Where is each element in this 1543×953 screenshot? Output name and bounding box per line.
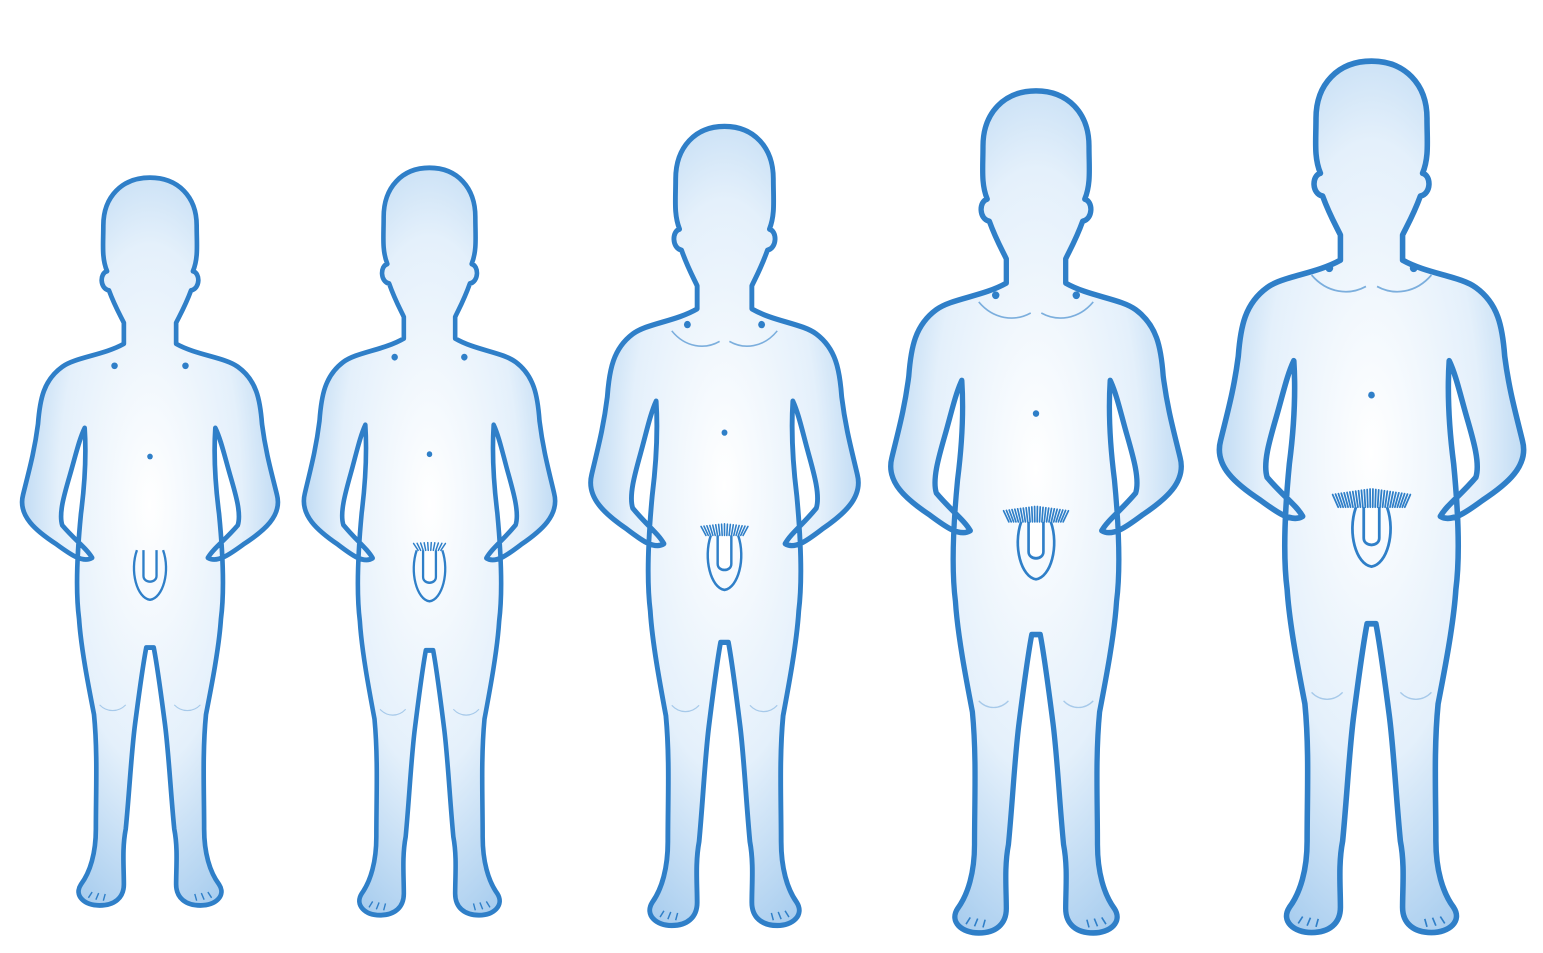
nipple-left [992, 291, 999, 299]
navel [1033, 410, 1039, 417]
hair-strand [1375, 489, 1376, 507]
hair-strand [428, 543, 429, 551]
nipple-left [1325, 264, 1333, 272]
nipple-left [391, 354, 397, 361]
hair-strand [1364, 490, 1365, 507]
nipple-right [461, 354, 467, 361]
penis-outline [423, 550, 436, 582]
navel [427, 451, 433, 457]
hair-strand [1029, 507, 1030, 522]
hair-strand [431, 543, 432, 551]
nipple-left [111, 362, 118, 369]
hair-strand [1032, 507, 1033, 522]
nipple-right [182, 362, 189, 369]
nipple-left [684, 321, 691, 328]
nipple-right [1073, 291, 1080, 299]
hair-strand [727, 524, 728, 535]
hair-strand [722, 524, 723, 535]
navel [1368, 392, 1375, 399]
nipple-right [1410, 264, 1418, 272]
penis-outline [1029, 522, 1044, 558]
navel [147, 454, 153, 460]
penis-outline [143, 550, 156, 582]
hair-strand [1378, 490, 1379, 507]
hair-strand [1040, 507, 1041, 522]
hair-strand [1042, 507, 1043, 522]
navel [722, 429, 728, 435]
penis-outline [718, 535, 732, 570]
nipple-right [758, 321, 765, 328]
hair-strand [1367, 489, 1368, 507]
penis-outline [1364, 507, 1380, 545]
